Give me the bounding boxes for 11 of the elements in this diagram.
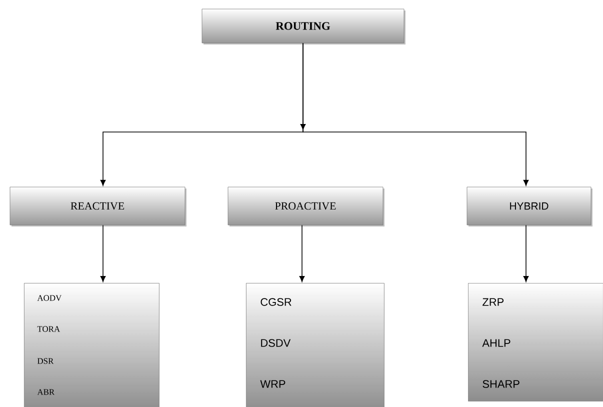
arrow bbox=[100, 224, 106, 282]
category-box: ROUTING bbox=[202, 8, 406, 44]
arrow bbox=[523, 224, 529, 282]
list-box: ZRP AHLP SHARP bbox=[468, 283, 603, 402]
category-box: REACTIVE bbox=[10, 186, 186, 226]
arrow bbox=[299, 224, 305, 282]
list-box: AODV TORA DSR ABR bbox=[24, 283, 160, 407]
list-box: CGSR DSDV WRP bbox=[246, 283, 384, 407]
category-box: PROACTIVE bbox=[228, 186, 384, 226]
arrow bbox=[302, 42, 529, 186]
category-box: HYBRID bbox=[466, 186, 592, 226]
